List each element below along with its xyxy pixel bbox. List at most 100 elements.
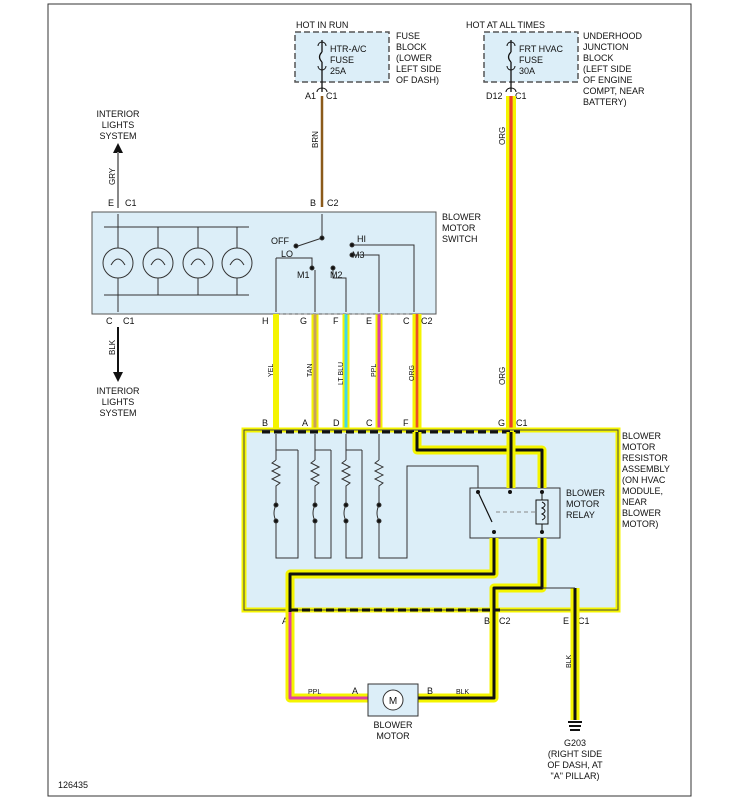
switch-pin-g: G (300, 316, 307, 326)
int-lights-bot-0: INTERIOR (96, 386, 140, 396)
ground-label: G203 (RIGHT SIDE OF DASH, AT "A" PILLAR) (547, 738, 603, 781)
int-lights-top-1: LIGHTS (102, 120, 135, 130)
res-title-7: BLOWER (622, 508, 662, 518)
motor-label: BLOWER MOTOR (373, 720, 413, 741)
switch-pin-e2: E (366, 316, 372, 326)
res-title-5: MODULE, (622, 486, 663, 496)
fuse2-loc-6: BATTERY) (583, 97, 627, 107)
fuse1-loc-4: OF DASH) (396, 75, 439, 85)
ground-loc-2: "A" PILLAR) (551, 771, 600, 781)
motor-pin-a: A (352, 686, 358, 696)
res-pin-g: G (498, 418, 505, 428)
fuse2-conn-a: D12 (486, 91, 503, 101)
blower-motor-relay (469, 487, 561, 539)
fuse2-loc-1: JUNCTION (583, 42, 629, 52)
switch-conn-c1-bot: C1 (123, 316, 135, 326)
res-pin-c: C (366, 418, 373, 428)
switch-pin-b: B (310, 198, 316, 208)
fuse1-conn-b: C1 (326, 91, 338, 101)
resistor-title: BLOWER MOTOR RESISTOR ASSEMBLY (ON HVAC … (622, 431, 670, 529)
motor-icon (382, 689, 404, 711)
ppl-label: PPL (371, 364, 378, 377)
lt-blu-label: LT BLU (338, 362, 345, 385)
ground-loc-0: (RIGHT SIDE (548, 749, 602, 759)
ground-icon (568, 721, 582, 731)
switch-m2-label: M2 (330, 270, 343, 280)
res-conn-c1: C1 (516, 418, 528, 428)
relay-title: BLOWER MOTOR RELAY (566, 488, 606, 520)
fuse-block-frt-hvac: FRT HVAC FUSE 30A (483, 31, 579, 92)
res-title-3: ASSEMBLY (622, 464, 670, 474)
switch-m3-label: M3 (352, 250, 365, 260)
relay-title-1: MOTOR (566, 499, 600, 509)
fuse1-loc-3: LEFT SIDE (396, 64, 441, 74)
int-lights-top-2: SYSTEM (99, 131, 136, 141)
org-wire-label-mid: ORG (498, 367, 507, 385)
switch-conn-c2-bot: C2 (421, 316, 433, 326)
fuse1-conn-a: A1 (305, 91, 316, 101)
switch-off-label: OFF (271, 236, 289, 246)
fuse2-loc-5: COMPT, NEAR (583, 86, 645, 96)
fuse1-loc-2: (LOWER (396, 53, 433, 63)
switch-hi-label: HI (357, 234, 366, 244)
motor-pin-b: B (427, 686, 433, 696)
switch-output-wires (273, 314, 422, 428)
fuse2-location: UNDERHOOD JUNCTION BLOCK (LEFT SIDE OF E… (583, 31, 645, 107)
blk-motor-label: BLK (456, 689, 470, 696)
fuse2-loc-0: UNDERHOOD (583, 31, 643, 41)
hot-in-run-label: HOT IN RUN (296, 20, 348, 30)
res-bot-conn-c1: C1 (578, 616, 590, 626)
switch-conn-c2-top: C2 (327, 198, 339, 208)
fuse1-l2: FUSE (330, 55, 354, 65)
up-arrow-icon (113, 143, 123, 153)
switch-pin-c2: C (403, 316, 410, 326)
interior-lights-top: INTERIOR LIGHTS SYSTEM (96, 109, 140, 141)
res-title-4: (ON HVAC (622, 475, 666, 485)
blk-ground-label: BLK (566, 654, 573, 668)
mid-wire-labels: YEL TAN LT BLU PPL ORG (268, 362, 416, 385)
fuse-block-htr-ac: HTR-A/C FUSE 25A (294, 31, 390, 92)
int-lights-bot-2: SYSTEM (99, 408, 136, 418)
switch-title-2: SWITCH (442, 234, 478, 244)
switch-lo-label: LO (281, 249, 293, 259)
fuse1-location: FUSE BLOCK (LOWER LEFT SIDE OF DASH) (396, 31, 441, 85)
ppl-motor-label: PPL (308, 689, 321, 696)
down-arrow-icon (113, 372, 123, 382)
brn-wire-label: BRN (311, 131, 320, 148)
res-bot-pin-a: A (282, 616, 288, 626)
switch-title-0: BLOWER (442, 212, 482, 222)
res-bot-conn-c2: C2 (499, 616, 511, 626)
fuse2-conn-b: C1 (515, 91, 527, 101)
res-bot-pin-b: B (484, 616, 490, 626)
tan-label: TAN (307, 364, 314, 377)
fuse1-name: HTR-A/C (330, 44, 367, 54)
org-wire-label-top: ORG (498, 127, 507, 145)
switch-m1-label: M1 (297, 270, 310, 280)
int-lights-top-0: INTERIOR (96, 109, 140, 119)
res-title-0: BLOWER (622, 431, 662, 441)
interior-lights-bottom: INTERIOR LIGHTS SYSTEM (96, 386, 140, 418)
res-pin-f: F (403, 418, 409, 428)
res-pin-b: B (262, 418, 268, 428)
res-title-8: MOTOR) (622, 519, 658, 529)
res-title-1: MOTOR (622, 442, 656, 452)
fuse1-rating: 25A (330, 66, 346, 76)
switch-pin-e: E (108, 198, 114, 208)
diagram-frame (47, 3, 692, 797)
fuse1-loc-0: FUSE (396, 31, 420, 41)
switch-pin-f: F (333, 316, 339, 326)
gry-wire-label: GRY (108, 167, 117, 185)
res-pin-d: D (333, 418, 340, 428)
blower-motor: M A B (352, 683, 433, 717)
switch-title-1: MOTOR (442, 223, 476, 233)
fuse1-loc-1: BLOCK (396, 42, 427, 52)
blower-motor-resistor-assembly (241, 427, 621, 613)
fuse2-loc-2: BLOCK (583, 53, 614, 63)
motor-label-0: BLOWER (373, 720, 413, 730)
relay-title-0: BLOWER (566, 488, 606, 498)
ground-id: G203 (564, 738, 586, 748)
int-lights-bot-1: LIGHTS (102, 397, 135, 407)
ground-loc-1: OF DASH, AT (547, 760, 603, 770)
hot-at-all-times-label: HOT AT ALL TIMES (466, 20, 545, 30)
